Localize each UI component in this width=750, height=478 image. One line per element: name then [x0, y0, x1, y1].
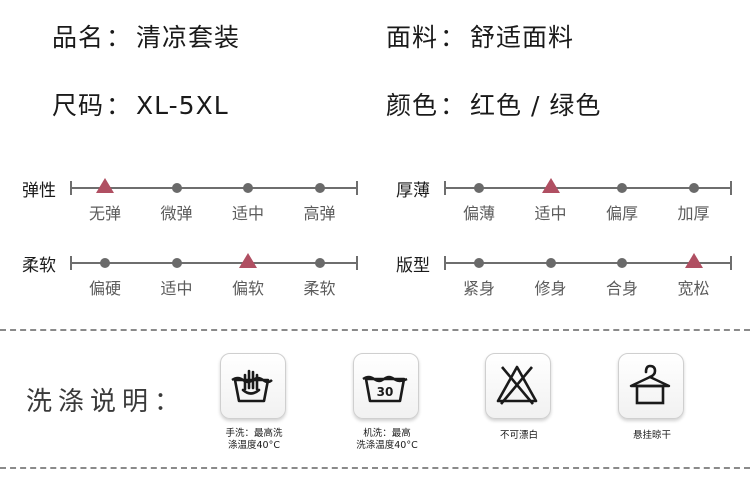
scale-option-label: 适中	[231, 204, 265, 223]
product-fabric-label: 面料	[386, 23, 439, 52]
scale-selected-marker	[96, 178, 114, 193]
scale-track	[70, 187, 358, 189]
scale-end-tick	[730, 181, 732, 195]
product-color: 颜色：红色 / 绿色	[386, 91, 602, 120]
scale-fit: 版型紧身 修身 合身 宽松	[396, 251, 736, 311]
divider-bottom	[0, 467, 750, 469]
machine-wash-30-icon: 30	[353, 353, 419, 419]
scale-option-label: 适中	[534, 204, 567, 223]
product-size: 尺码：XL-5XL	[52, 91, 229, 120]
scale-option-label: 紧身	[462, 279, 496, 298]
scale-option-label: 宽松	[677, 279, 710, 298]
no-bleach-text: 不可漂白	[499, 430, 539, 441]
product-name: 品名：清凉套装	[52, 23, 241, 52]
scale-selected-marker	[239, 253, 257, 268]
scale-track	[70, 262, 358, 264]
wash-title: 洗涤说明：	[26, 387, 187, 417]
scale-track	[444, 262, 732, 264]
scale-dot	[474, 258, 484, 268]
scale-end-tick	[356, 256, 358, 270]
scale-dot	[243, 183, 253, 193]
scale-dot	[171, 258, 182, 268]
product-size-label: 尺码	[52, 91, 105, 120]
scale-option-label: 无弹	[88, 204, 122, 223]
hand-wash-text: 手洗：最高洗 涤温度40°C	[225, 428, 283, 451]
wash-temp-badge: 30	[377, 385, 394, 399]
product-fabric-value: 舒适面料	[470, 23, 575, 52]
scale-end-tick	[70, 256, 72, 270]
scale-end-tick	[444, 256, 446, 270]
scale-end-tick	[444, 181, 446, 195]
hang-dry-icon	[618, 353, 684, 419]
scale-option-label: 适中	[160, 279, 193, 298]
scale-elasticity: 弹性无弹 微弹 适中 高弹	[22, 176, 362, 236]
hang-dry-svg	[629, 364, 671, 405]
scale-dot	[617, 183, 627, 193]
machine-wash-text: 机洗：最高 洗涤温度40°C	[356, 428, 418, 451]
scale-option-label: 加厚	[677, 204, 710, 223]
no-bleach-icon	[485, 353, 551, 419]
scale-softness: 柔软偏硬适中偏软柔软	[22, 251, 362, 311]
scale-dot	[474, 183, 484, 193]
product-name-label: 品名	[52, 23, 105, 52]
scale-end-tick	[356, 181, 358, 195]
scale-option-label: 高弹	[303, 204, 336, 223]
scale-label: 弹性	[22, 181, 56, 201]
scale-option-label: 偏薄	[462, 204, 496, 223]
scale-option-label: 柔软	[303, 279, 336, 298]
scale-label: 厚薄	[396, 181, 430, 201]
scale-option-label: 合身	[605, 279, 639, 298]
machine-wash-svg: 30	[362, 375, 408, 403]
scale-end-tick	[730, 256, 732, 270]
scale-label: 版型	[396, 256, 430, 276]
hand-wash-icon	[220, 353, 286, 419]
scale-dot	[314, 183, 325, 193]
hang-dry-text: 悬挂晾干	[632, 430, 672, 441]
scale-option-label: 微弹	[160, 204, 193, 223]
divider-top	[0, 329, 750, 331]
scale-dot	[100, 258, 110, 268]
scale-option-label: 偏厚	[605, 204, 639, 223]
scale-option-label: 偏硬	[88, 279, 122, 298]
scale-option-label: 修身	[534, 279, 567, 298]
scale-track	[444, 187, 732, 189]
scale-dot	[688, 183, 699, 193]
scale-selected-marker	[684, 253, 703, 268]
product-size-value: XL-5XL	[136, 91, 229, 120]
scale-selected-marker	[541, 178, 560, 193]
scale-dot	[171, 183, 182, 193]
hand-wash-svg	[231, 369, 273, 403]
no-bleach-svg	[496, 365, 538, 405]
product-name-value: 清凉套装	[136, 23, 241, 52]
scale-thickness: 厚薄偏薄 适中 偏厚 加厚	[396, 176, 736, 236]
scale-dot	[617, 258, 627, 268]
scale-label: 柔软	[22, 256, 56, 276]
scale-dot	[314, 258, 325, 268]
product-color-label: 颜色	[386, 91, 439, 120]
scale-end-tick	[70, 181, 72, 195]
product-color-value: 红色 / 绿色	[470, 91, 602, 120]
scale-option-label: 偏软	[231, 279, 265, 298]
product-fabric: 面料：舒适面料	[386, 23, 575, 52]
scale-dot	[545, 258, 556, 268]
